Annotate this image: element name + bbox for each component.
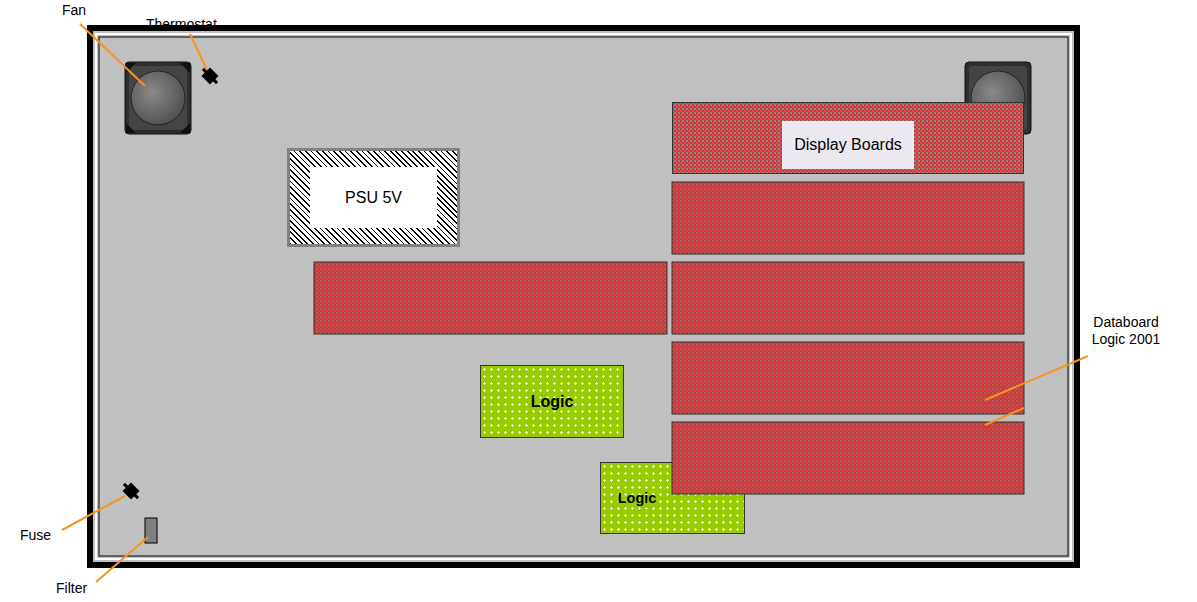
box-label: Logic bbox=[531, 393, 574, 411]
logic-board: Logic bbox=[600, 462, 745, 534]
thermostat-symbol bbox=[199, 65, 222, 88]
display-board bbox=[314, 262, 667, 334]
logic-board: Logic bbox=[480, 365, 624, 438]
box-label: Display Boards bbox=[782, 121, 914, 169]
leader-line bbox=[80, 24, 145, 86]
part-label: Fan bbox=[62, 2, 86, 19]
fan-symbol bbox=[125, 62, 191, 134]
leader-line bbox=[190, 34, 207, 70]
part-label: Filter bbox=[56, 580, 87, 597]
part-label: Thermostat bbox=[146, 16, 217, 33]
leader-line bbox=[985, 408, 1024, 425]
display-board bbox=[672, 182, 1024, 254]
display-board: Display Boards bbox=[672, 102, 1024, 174]
housing-inner-line bbox=[96, 34, 1071, 559]
display-board bbox=[672, 262, 1024, 334]
box-label: PSU 5V bbox=[310, 167, 437, 228]
leader-line bbox=[62, 496, 125, 530]
fuse-symbol bbox=[120, 480, 143, 503]
leader-line bbox=[96, 537, 148, 582]
leader-line bbox=[985, 356, 1088, 400]
housing-inner-line bbox=[99, 37, 1068, 556]
part-label: Databoard Logic 2001 bbox=[1084, 314, 1168, 348]
power-supply-box: PSU 5V bbox=[287, 148, 460, 247]
box-label: Logic bbox=[601, 490, 673, 506]
housing bbox=[90, 28, 1077, 565]
part-label: Fuse bbox=[20, 527, 51, 544]
display-board bbox=[672, 342, 1024, 414]
